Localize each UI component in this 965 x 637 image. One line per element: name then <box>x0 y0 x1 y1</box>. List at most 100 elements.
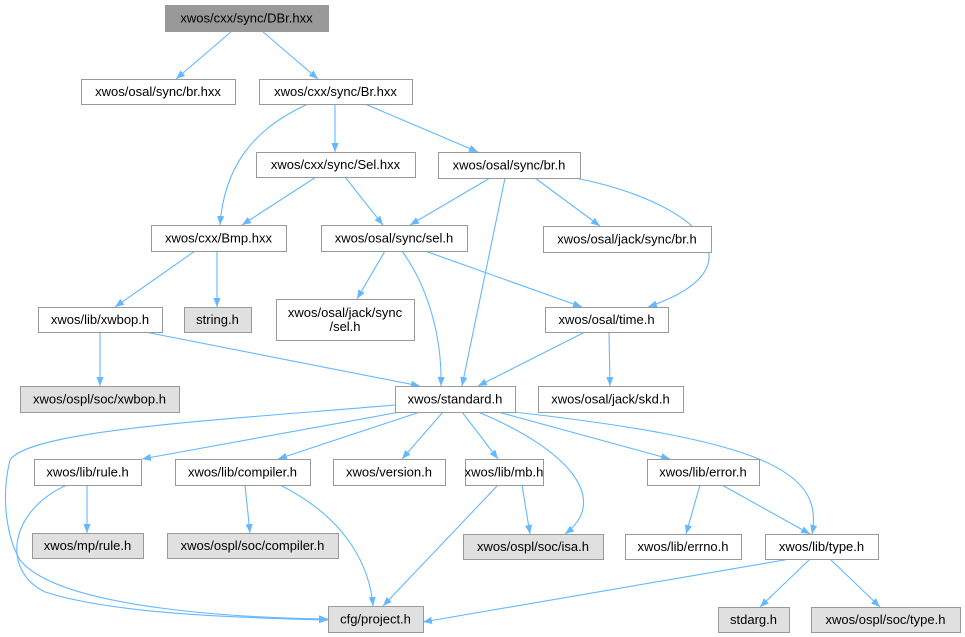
node-label: xwos/osal/jack/sync <box>288 305 403 320</box>
node-label: cfg/project.h <box>340 612 411 627</box>
node-label: xwos/ospl/soc/compiler.h <box>181 538 325 553</box>
node-jack-br-h[interactable]: xwos/osal/jack/sync/br.h <box>543 226 712 253</box>
edge-time_h-to-jack_skd_h <box>606 331 614 387</box>
edge-standard_h-to-rule_h <box>141 411 401 461</box>
node-compiler-h[interactable]: xwos/lib/compiler.h <box>175 459 311 486</box>
edge-standard_h-to-compiler_h <box>277 411 421 460</box>
node-box <box>545 307 669 333</box>
node-errno-h[interactable]: xwos/lib/errno.h <box>625 534 742 560</box>
node-label: xwos/lib/compiler.h <box>188 465 297 480</box>
node-label: xwos/standard.h <box>408 392 503 407</box>
nodes: xwos/cxx/sync/DBr.hxx xwos/osal/sync/br.h… <box>20 5 961 633</box>
node-soc-isa-h[interactable]: xwos/ospl/soc/isa.h <box>463 534 604 560</box>
node-osal-sel-h[interactable]: xwos/osal/sync/sel.h <box>321 225 468 252</box>
node-label: xwos/lib/errno.h <box>637 539 728 554</box>
edge-error_h-to-type_h <box>721 484 811 535</box>
node-xwbop-h[interactable]: xwos/lib/xwbop.h <box>38 307 163 333</box>
node-stdarg-h[interactable]: stdarg.h <box>718 607 790 633</box>
node-soc-compiler-h[interactable]: xwos/ospl/soc/compiler.h <box>167 533 339 559</box>
edge-dbr_hxx-to-osal_br_hxx <box>175 30 233 80</box>
node-cxx-sel-hxx[interactable]: xwos/cxx/sync/Sel.hxx <box>256 152 416 178</box>
node-label: xwos/ospl/soc/xwbop.h <box>33 392 166 407</box>
edge-type_h-to-project_h <box>422 558 791 625</box>
edge-cxx_br_hxx-to-bmp_hxx <box>217 103 309 226</box>
node-box <box>32 533 144 559</box>
node-box <box>718 607 790 633</box>
node-box <box>165 5 329 32</box>
node-box <box>38 307 163 333</box>
edge-osal_br_h-to-osal_sel_h <box>409 177 491 226</box>
node-box <box>167 533 339 559</box>
edge-cxx_sel_hxx-to-osal_sel_h <box>344 176 384 226</box>
node-label: xwos/cxx/sync/Sel.hxx <box>271 157 401 172</box>
node-osal-br-hxx[interactable]: xwos/osal/sync/br.hxx <box>81 79 236 105</box>
node-label: xwos/osal/jack/skd.h <box>551 392 670 407</box>
node-box <box>259 79 413 105</box>
node-box <box>175 459 311 486</box>
node-osal-br-h[interactable]: xwos/osal/sync/br.h <box>438 152 581 179</box>
node-soc-xwbop-h[interactable]: xwos/ospl/soc/xwbop.h <box>20 386 180 413</box>
node-box <box>34 459 142 486</box>
node-label: xwos/osal/sync/br.hxx <box>95 84 221 99</box>
node-version-h[interactable]: xwos/version.h <box>333 459 446 486</box>
node-label: xwos/cxx/Bmp.hxx <box>165 231 272 246</box>
node-label: xwos/mp/rule.h <box>44 538 131 553</box>
edge-standard_h-to-error_h <box>497 411 671 461</box>
node-jack-sel-h[interactable]: xwos/osal/jack/sync/sel.h <box>276 299 415 341</box>
node-time-h[interactable]: xwos/osal/time.h <box>545 307 669 333</box>
node-box <box>625 534 742 560</box>
node-label: xwos/osal/sync/br.h <box>453 158 566 173</box>
edge-osal_br_h-to-standard_h <box>460 177 506 387</box>
node-mb-h[interactable]: xwos/lib/mb.h <box>465 459 544 486</box>
node-box <box>276 299 415 341</box>
edge-bmp_hxx-to-xwbop_h <box>114 250 196 308</box>
node-box <box>321 225 468 252</box>
edge-mb_h-to-project_h <box>382 484 499 607</box>
node-string-h[interactable]: string.h <box>184 307 252 333</box>
node-label: xwos/ospl/soc/type.h <box>826 612 946 627</box>
node-dbr-hxx[interactable]: xwos/cxx/sync/DBr.hxx <box>165 5 329 32</box>
node-error-h[interactable]: xwos/lib/error.h <box>647 459 760 486</box>
node-label: stdarg.h <box>730 612 777 627</box>
node-cxx-br-hxx[interactable]: xwos/cxx/sync/Br.hxx <box>259 79 413 105</box>
edge-osal_sel_h-to-standard_h <box>401 250 445 387</box>
node-box <box>81 79 236 105</box>
node-bmp-hxx[interactable]: xwos/cxx/Bmp.hxx <box>151 225 287 252</box>
node-box <box>543 226 712 253</box>
edges <box>5 30 881 625</box>
node-box <box>647 459 760 486</box>
node-project-h[interactable]: cfg/project.h <box>328 606 424 633</box>
node-label: xwos/version.h <box>346 465 432 480</box>
node-jack-skd-h[interactable]: xwos/osal/jack/skd.h <box>538 386 684 413</box>
node-type-h[interactable]: xwos/lib/type.h <box>765 534 879 560</box>
node-box <box>465 459 544 486</box>
node-box <box>20 386 180 413</box>
edge-standard_h-to-soc_isa_h <box>477 411 585 535</box>
node-mp-rule-h[interactable]: xwos/mp/rule.h <box>32 533 144 559</box>
edge-standard_h-to-project_h <box>5 404 396 623</box>
node-box <box>811 607 961 633</box>
edge-time_h-to-standard_h <box>477 331 586 387</box>
node-box <box>438 152 581 179</box>
edge-osal_sel_h-to-jack_sel_h <box>356 250 386 300</box>
edge-standard_h-to-type_h <box>513 411 818 535</box>
node-soc-type-h[interactable]: xwos/ospl/soc/type.h <box>811 607 961 633</box>
edge-dbr_hxx-to-cxx_br_hxx <box>261 30 319 80</box>
node-label: xwos/lib/mb.h <box>465 465 544 480</box>
node-label: xwos/cxx/sync/DBr.hxx <box>180 11 313 26</box>
edge-compiler_h-to-soc_compiler_h <box>244 484 253 534</box>
edge-standard_h-to-mb_h <box>461 411 499 460</box>
node-label: xwos/lib/xwbop.h <box>51 312 149 327</box>
edge-standard_h-to-version_h <box>401 411 444 460</box>
edge-mb_h-to-soc_isa_h <box>521 484 533 535</box>
edge-cxx_sel_hxx-to-bmp_hxx <box>241 176 317 226</box>
node-box <box>463 534 604 560</box>
edge-xwbop_h-to-standard_h <box>144 331 421 388</box>
node-standard-h[interactable]: xwos/standard.h <box>395 386 516 413</box>
node-rule-h[interactable]: xwos/lib/rule.h <box>34 459 142 486</box>
node-label: xwos/osal/sync/sel.h <box>335 231 454 246</box>
node-label: string.h <box>196 312 239 327</box>
node-label: xwos/cxx/sync/Br.hxx <box>274 84 397 99</box>
edge-osal_sel_h-to-time_h <box>424 250 583 308</box>
edge-compiler_h-to-project_h <box>279 484 376 607</box>
